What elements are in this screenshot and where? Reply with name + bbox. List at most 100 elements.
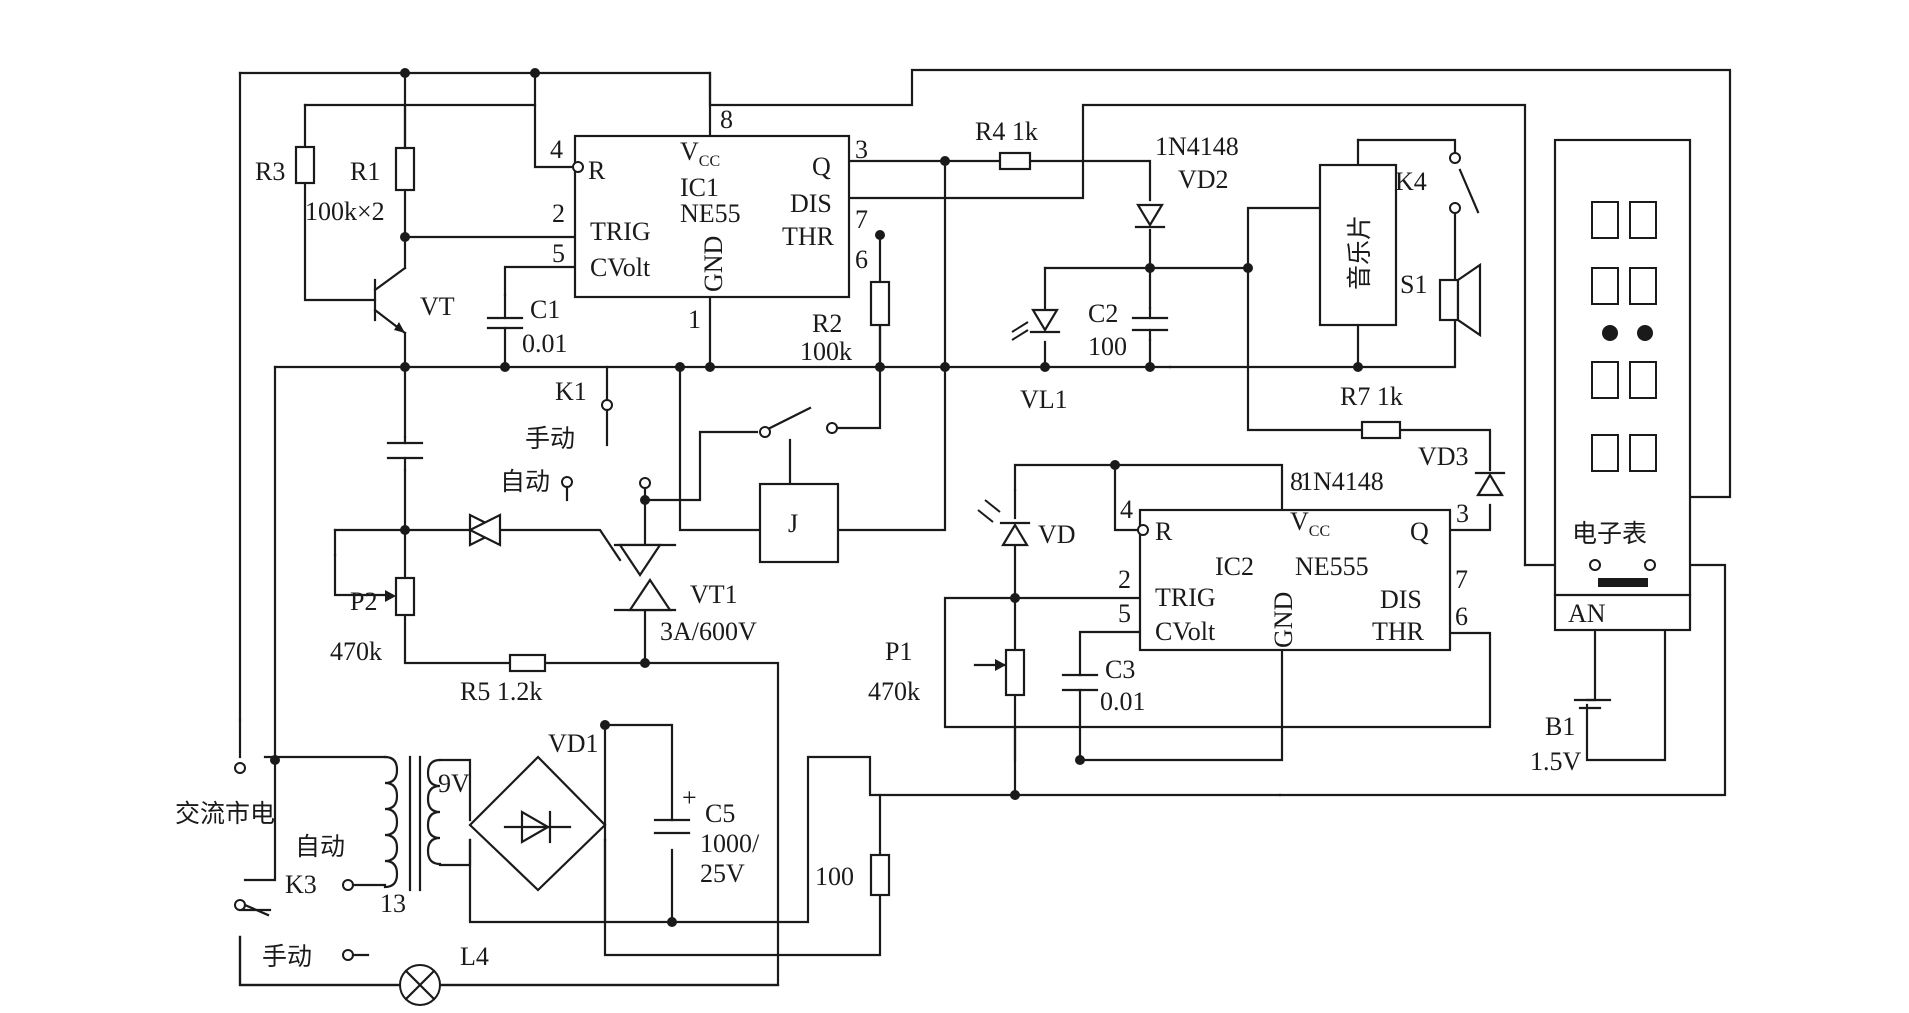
svg-text:VD3: VD3 [1418, 442, 1469, 471]
resistor-r1: R1 100k×2 [305, 103, 416, 226]
svg-text:K4: K4 [1395, 167, 1427, 196]
speaker-s1: S1 [1400, 262, 1482, 338]
ic2-label-cvolt: CVolt [1155, 617, 1216, 646]
ic2-label-thr: THR [1372, 617, 1425, 646]
led-vl1: VL1 [1011, 308, 1068, 414]
ic1-label-dis: DIS [790, 189, 832, 218]
svg-text:+: + [682, 783, 697, 812]
svg-text:自动: 自动 [500, 467, 550, 496]
ic2-label-vcc: VCC [1290, 507, 1330, 540]
svg-text:VD: VD [1038, 520, 1076, 549]
ic1-label-gnd: GND [699, 236, 728, 292]
svg-text:P2: P2 [350, 587, 377, 616]
ic1-label-r: R [588, 156, 606, 185]
svg-text:S1: S1 [1400, 270, 1427, 299]
svg-text:VT1: VT1 [690, 580, 738, 609]
svg-text:100: 100 [1088, 332, 1127, 361]
ic2-part: NE555 [1295, 552, 1369, 581]
ic1: 4 8 3 2 7 5 6 1 R VCC Q IC1 DIS TRIG NE5… [550, 105, 868, 334]
ic1-pin3: 3 [855, 135, 868, 164]
svg-text:K1: K1 [555, 377, 587, 406]
ic1-label-thr: THR [782, 222, 835, 251]
junctions [270, 68, 1363, 927]
svg-text:R3: R3 [255, 157, 285, 186]
svg-text:9V: 9V [438, 769, 470, 798]
svg-text:470k: 470k [868, 677, 920, 706]
svg-text:音乐片: 音乐片 [1345, 215, 1374, 290]
ic2: 4 8 3 2 7 5 6 R VCC Q IC2 NE555 TRIG DIS… [1118, 467, 1469, 652]
svg-text:VD2: VD2 [1178, 165, 1229, 194]
diode-vd3: VD3 1N4148 [1300, 442, 1506, 497]
ic2-pin3: 3 [1456, 499, 1469, 528]
ic2-label-gnd: GND [1269, 592, 1298, 648]
svg-text:C2: C2 [1088, 299, 1118, 328]
svg-text:R1: R1 [350, 157, 380, 186]
svg-text:0.01: 0.01 [522, 329, 568, 358]
svg-text:交流市电: 交流市电 [175, 799, 275, 828]
svg-text:470k: 470k [330, 637, 382, 666]
svg-text:1N4148: 1N4148 [1155, 132, 1239, 161]
svg-text:100k×2: 100k×2 [305, 197, 385, 226]
potentiometer-p2: P2 470k [330, 576, 416, 666]
potentiometer-p1: P1 470k [868, 637, 1026, 706]
bridge-rectifier-vd1: VD1 [468, 729, 607, 892]
ic1-part: NE55 [680, 199, 741, 228]
switch-k1: K1 手动 自动 [500, 377, 651, 502]
ic1-pin4: 4 [550, 135, 563, 164]
svg-text:1000/: 1000/ [700, 829, 760, 858]
ic1-pin5: 5 [552, 239, 565, 268]
lamp-l4: L4 [399, 942, 489, 1006]
triac-vt1: VT1 3A/600V [613, 543, 757, 646]
svg-text:手动: 手动 [525, 424, 575, 453]
ic2-label-q: Q [1410, 517, 1429, 546]
resistor-r2: R2 100k [800, 280, 891, 366]
ic2-pin2: 2 [1118, 565, 1131, 594]
svg-text:R7 1k: R7 1k [1340, 382, 1403, 411]
ic2-pin5: 5 [1118, 599, 1131, 628]
svg-text:R4 1k: R4 1k [975, 117, 1038, 146]
ic1-label-vcc: VCC [680, 137, 720, 170]
svg-text:P1: P1 [885, 637, 912, 666]
svg-text:AN: AN [1568, 599, 1606, 628]
transformer: 9V 13 [351, 755, 472, 918]
ic2-label-dis: DIS [1380, 585, 1422, 614]
music-chip: 音乐片 [1318, 163, 1398, 327]
ic1-label-cvolt: CVolt [590, 253, 651, 282]
photodiode-vd: VD [977, 499, 1076, 549]
ic1-name: IC1 [680, 173, 719, 202]
svg-text:K3: K3 [285, 870, 317, 899]
wires [238, 68, 1732, 987]
ic1-label-q: Q [812, 152, 831, 181]
switch-k3: 交流市电 自动 K3 手动 [175, 762, 370, 971]
resistor-100: 100 [815, 853, 891, 897]
resistor-r4: R4 1k [975, 117, 1038, 171]
svg-text:自动: 自动 [295, 832, 345, 861]
svg-text:J: J [788, 509, 798, 538]
svg-text:3A/600V: 3A/600V [660, 617, 757, 646]
svg-text:25V: 25V [700, 859, 745, 888]
ic1-label-trig: TRIG [590, 217, 651, 246]
svg-text:VD1: VD1 [548, 729, 599, 758]
svg-text:L4: L4 [460, 942, 489, 971]
capacitor-coupling [386, 435, 424, 472]
electronic-clock: 电子表 AN [1553, 138, 1692, 632]
capacitor-c3: C3 0.01 [1061, 655, 1146, 716]
capacitor-c1: C1 0.01 [486, 293, 568, 358]
svg-text:手动: 手动 [262, 942, 312, 971]
diac [467, 513, 503, 547]
ic1-pin1: 1 [688, 305, 701, 334]
svg-text:0.01: 0.01 [1100, 687, 1146, 716]
svg-text:1N4148: 1N4148 [1300, 467, 1384, 496]
ic1-pin7: 7 [855, 205, 868, 234]
ic1-pin6: 6 [855, 245, 868, 274]
svg-text:C1: C1 [530, 295, 560, 324]
svg-text:100: 100 [815, 862, 854, 891]
capacitor-c2: C2 100 [1088, 299, 1169, 361]
svg-text:R2: R2 [812, 309, 842, 338]
battery-b1: B1 1.5V [1530, 698, 1612, 776]
ic1-pin8: 8 [720, 105, 733, 134]
svg-text:C5: C5 [705, 799, 735, 828]
ic2-pin6: 6 [1455, 602, 1468, 631]
svg-text:R5 1.2k: R5 1.2k [460, 677, 542, 706]
